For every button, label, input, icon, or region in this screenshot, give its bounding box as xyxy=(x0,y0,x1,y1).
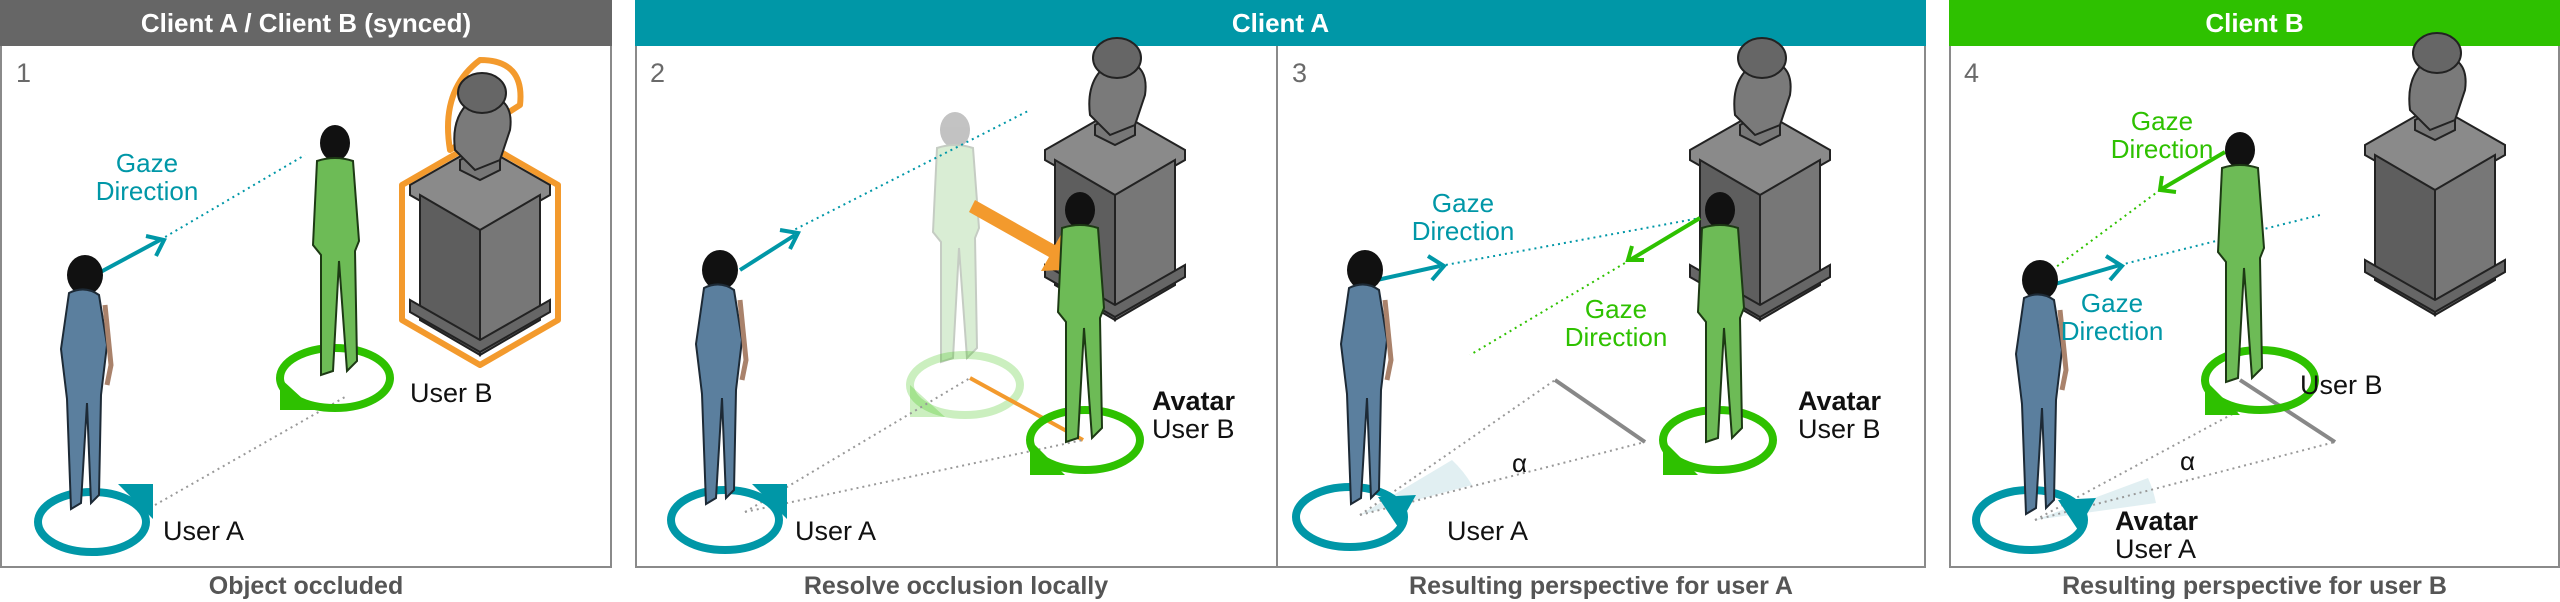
user-b-figure xyxy=(312,124,360,376)
gaze-arrow-a xyxy=(94,238,161,277)
user-a-label: User A xyxy=(163,516,244,546)
statue-occluded xyxy=(399,57,561,368)
panel-number-3: 3 xyxy=(1292,58,1308,88)
caption-4: Resulting perspective for user B xyxy=(2062,572,2447,600)
statue xyxy=(2364,32,2506,316)
avatar-label: Avatar xyxy=(1152,386,1236,416)
gaze-a-label-2: Direction xyxy=(2061,316,2164,346)
avatar-label: Avatar xyxy=(2115,506,2199,536)
header-synced: Client A / Client B (synced) xyxy=(0,0,612,46)
panel-1-scene: Gaze Direction User B User A xyxy=(34,57,561,556)
panel-number-1: 1 xyxy=(16,58,32,88)
panel-4-scene: Gaze Direction Gaze Direction α User B A… xyxy=(1972,32,2506,564)
header-client-b: Client B xyxy=(1949,0,2560,46)
alpha-label: α xyxy=(1512,448,1527,478)
gaze-b-label-1: Gaze xyxy=(1585,294,1647,324)
user-b-label: User B xyxy=(410,378,493,408)
gaze-b-label-1: Gaze xyxy=(2131,106,2193,136)
user-a-label: User A xyxy=(795,516,876,546)
user-a-figure xyxy=(61,255,111,509)
caption-1: Object occluded xyxy=(208,572,404,600)
panel-number-4: 4 xyxy=(1964,58,1980,88)
gaze-b-label-2: Direction xyxy=(1565,322,1668,352)
panel-3-scene: Gaze Direction Gaze Direction α Avatar U… xyxy=(1292,37,1882,551)
panel-2-scene: Avatar User B User A xyxy=(667,37,1236,554)
user-a-label: User A xyxy=(2115,534,2196,564)
panel-divider xyxy=(1276,46,1278,568)
header-client-a: Client A xyxy=(635,0,1926,46)
user-a-label: User A xyxy=(1447,516,1528,546)
gaze-label-1b: Direction xyxy=(96,176,199,206)
caption-3: Resulting perspective for user A xyxy=(1409,572,1793,600)
gaze-label-1a: Gaze xyxy=(116,148,178,178)
user-b-ghost xyxy=(932,111,980,363)
gaze-a-label-2: Direction xyxy=(1412,216,1515,246)
panel-number-2: 2 xyxy=(650,58,666,88)
alpha-label: α xyxy=(2180,446,2195,476)
user-b-label: User B xyxy=(2300,370,2383,400)
gaze-a-label-1: Gaze xyxy=(1432,188,1494,218)
caption-2: Resolve occlusion locally xyxy=(803,572,1109,600)
gaze-a-label-1: Gaze xyxy=(2081,288,2143,318)
avatar-b-figure xyxy=(1057,191,1105,443)
avatar-label: Avatar xyxy=(1798,386,1882,416)
user-b-label: User B xyxy=(1798,414,1881,444)
move-arrow xyxy=(969,200,1083,271)
gaze-b-label-2: Direction xyxy=(2111,134,2214,164)
gaze-line-a xyxy=(159,154,306,241)
user-b-label: User B xyxy=(1152,414,1235,444)
